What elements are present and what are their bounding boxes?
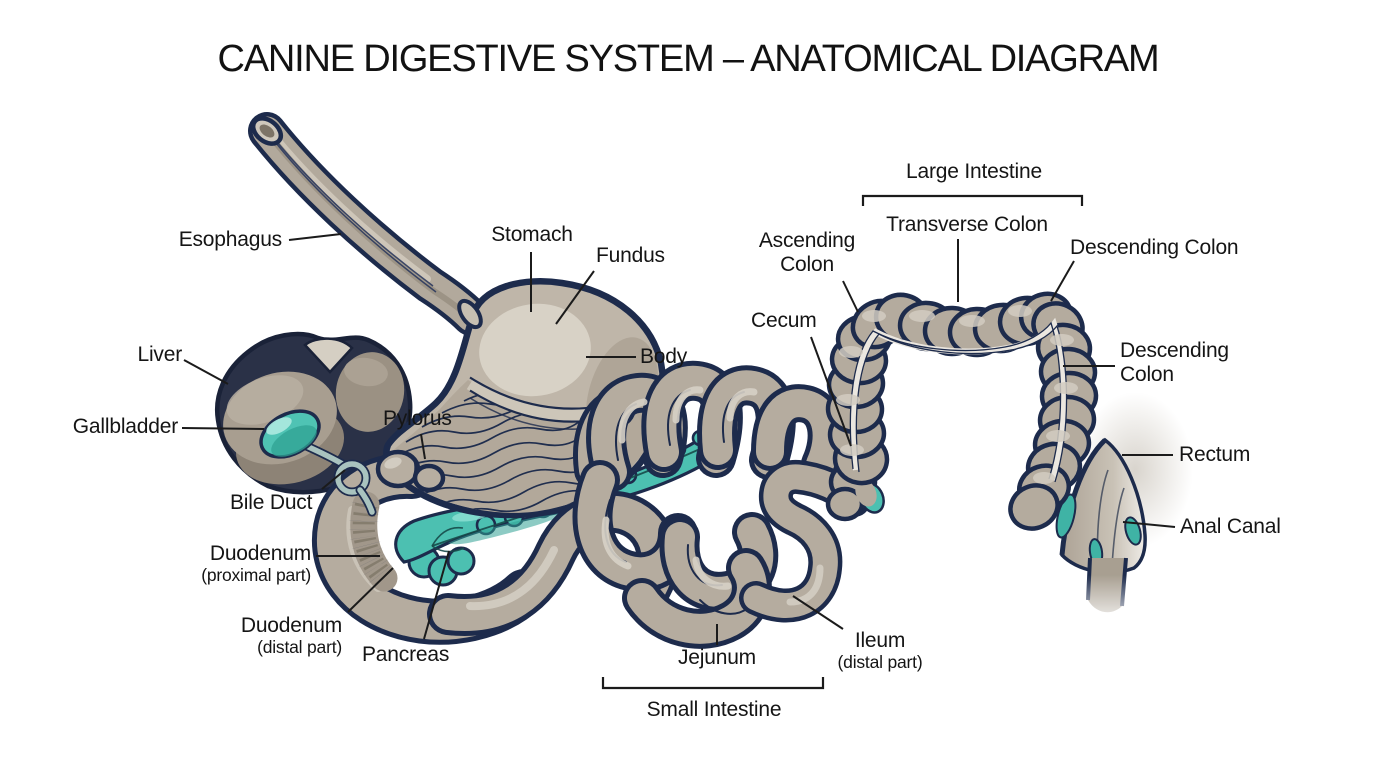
label-cecum: Cecum	[751, 309, 817, 332]
label-esophagus: Esophagus	[178, 228, 282, 251]
gallbladder-organ	[259, 409, 321, 459]
ileum-organ	[739, 459, 871, 623]
label-duodenum-distal-main: Duodenum	[240, 614, 342, 637]
jejunum-organ	[572, 360, 846, 649]
label-rectum: Rectum	[1179, 443, 1251, 466]
label-duodenum-distal: Duodenum (distal part)	[214, 614, 342, 657]
small-intestine-bracket	[601, 677, 825, 690]
label-jejunum: Jejunum	[678, 646, 756, 669]
label-large-intestine: Large Intestine	[906, 160, 1042, 183]
label-ileum-sub: (distal part)	[837, 651, 923, 672]
label-pancreas: Pancreas	[362, 643, 450, 666]
label-duodenum-distal-sub: (distal part)	[257, 636, 342, 657]
label-anal-canal: Anal Canal	[1180, 515, 1281, 538]
large-intestine-organ	[825, 291, 1099, 531]
esophagus-organ	[248, 112, 490, 336]
pylorus-organ	[375, 449, 446, 493]
label-small-intestine: Small Intestine	[646, 698, 782, 721]
label-duodenum-proximal-sub: (proximal part)	[201, 564, 311, 585]
label-duodenum-proximal-main: Duodenum	[209, 542, 311, 565]
label-descending-colon-upper: Descending Colon	[1070, 236, 1239, 259]
rectum-organ	[1045, 392, 1193, 630]
label-liver: Liver	[137, 343, 182, 366]
label-transverse-colon: Transverse Colon	[886, 213, 1048, 236]
label-descending-colon-lower: Descending Colon	[1120, 339, 1229, 386]
label-ascending-colon: Ascending Colon	[758, 229, 856, 276]
label-ileum-main: Ileum	[854, 629, 906, 652]
large-intestine-bracket	[861, 194, 1084, 206]
diagram-title: CANINE DIGESTIVE SYSTEM – ANATOMICAL DIA…	[217, 38, 1159, 80]
label-bile-duct: Bile Duct	[230, 491, 313, 514]
label-ileum: Ileum (distal part)	[822, 629, 938, 672]
label-gallbladder: Gallbladder	[72, 415, 178, 438]
label-stomach: Stomach	[491, 223, 573, 246]
leader-lines	[181, 233, 1176, 645]
label-pylorus: Pylorus	[383, 407, 452, 430]
label-duodenum-proximal: Duodenum (proximal part)	[183, 542, 311, 585]
label-body: Body	[640, 345, 688, 368]
label-fundus: Fundus	[596, 244, 665, 267]
group-brackets	[601, 194, 1084, 690]
